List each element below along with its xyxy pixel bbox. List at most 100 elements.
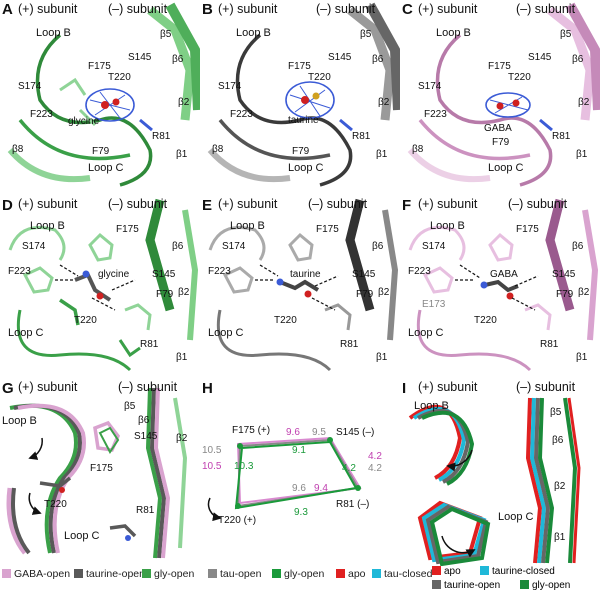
b2-label: β2 bbox=[178, 287, 190, 298]
panel-letter: H bbox=[202, 380, 213, 397]
s174-label: S174 bbox=[418, 81, 442, 92]
panel-i-legend-tau-closed: taurine-closed bbox=[480, 566, 555, 577]
minus-subunit-label: (–) subunit bbox=[118, 380, 178, 394]
legend-item: GABA-open bbox=[2, 569, 70, 580]
tau-closed-swatch bbox=[480, 566, 489, 575]
panel-c-structure bbox=[400, 0, 600, 198]
ligand-label: taurine bbox=[290, 269, 321, 280]
t220-label: T220 bbox=[44, 499, 67, 510]
b1-label: β1 bbox=[554, 532, 566, 543]
loop-c-label: Loop C bbox=[88, 162, 124, 174]
s145-label: S145 bbox=[152, 269, 176, 280]
panel-g-structure bbox=[0, 378, 200, 566]
panel-i-legend-tau-open: taurine-open bbox=[432, 580, 500, 591]
b5-label: β5 bbox=[124, 401, 136, 412]
loop-c-label: Loop C bbox=[208, 327, 244, 339]
panel-a: A (+) subunit (–) subunit Loop B β5 S145… bbox=[0, 0, 200, 198]
loop-b-label: Loop B bbox=[430, 220, 465, 232]
b2-label: β2 bbox=[176, 433, 188, 444]
b6-label: β6 bbox=[172, 241, 184, 252]
e173-label: E173 bbox=[422, 299, 446, 310]
loop-b-label: Loop B bbox=[230, 220, 265, 232]
minus-subunit-label: (–) subunit bbox=[308, 197, 368, 211]
distance-left-grey: 10.5 bbox=[202, 445, 222, 456]
b2-label: β2 bbox=[554, 481, 566, 492]
f175-label: F175 bbox=[88, 61, 111, 72]
b6-label: β6 bbox=[172, 54, 184, 65]
distance-right-grey: 4.2 bbox=[368, 463, 382, 474]
panel-letter: D bbox=[2, 197, 13, 214]
panel-letter: C bbox=[402, 1, 413, 18]
loop-b-label: Loop B bbox=[36, 27, 71, 39]
tau-closed-swatch bbox=[372, 569, 381, 578]
s145-label: S145 bbox=[552, 269, 576, 280]
r81-label: R81 bbox=[140, 339, 159, 350]
f175-label: F175 bbox=[288, 61, 311, 72]
b8-label: β8 bbox=[212, 144, 224, 155]
r81-label: R81 bbox=[340, 339, 359, 350]
panel-i: I (+) subunit (–) subunit Loop B β5 β6 β… bbox=[400, 378, 600, 566]
apo-swatch bbox=[336, 569, 345, 578]
panel-i-structure bbox=[400, 378, 600, 566]
f175-label: F175 bbox=[516, 224, 539, 235]
panel-a-structure bbox=[0, 0, 200, 198]
distance-diag-grey: 9.6 bbox=[292, 483, 306, 494]
minus-subunit-label: (–) subunit bbox=[516, 380, 576, 394]
s145-label: S145 bbox=[128, 52, 152, 63]
loop-c-label: Loop C bbox=[488, 162, 524, 174]
t220-label: T220 bbox=[74, 315, 97, 326]
s174-label: S174 bbox=[422, 241, 446, 252]
b6-label: β6 bbox=[138, 415, 150, 426]
panel-h: H F175 (+) 9.6 9.5 S145 (–) 10.5 9.1 4.2… bbox=[200, 378, 400, 566]
b8-label: β8 bbox=[12, 144, 24, 155]
minus-subunit-label: (–) subunit bbox=[316, 2, 376, 16]
b2-label: β2 bbox=[578, 287, 590, 298]
panel-letter: E bbox=[202, 197, 213, 214]
plus-subunit-label: (+) subunit bbox=[18, 380, 78, 394]
s174-label: S174 bbox=[222, 241, 246, 252]
f79-label: F79 bbox=[556, 289, 574, 300]
legend-label: GABA-open bbox=[14, 568, 71, 580]
b2-label: β2 bbox=[378, 287, 390, 298]
ligand-label: glycine bbox=[98, 269, 130, 280]
loop-b-label: Loop B bbox=[436, 27, 471, 39]
loop-c-label: Loop C bbox=[408, 327, 444, 339]
b6-label: β6 bbox=[572, 241, 584, 252]
r81-label: R81 bbox=[152, 131, 171, 142]
panel-i-legend-gly-open: gly-open bbox=[520, 580, 570, 591]
r81-label: R81 bbox=[552, 131, 571, 142]
legend-item: gly-open bbox=[142, 569, 194, 580]
b2-label: β2 bbox=[178, 97, 190, 108]
b5-label: β5 bbox=[160, 29, 172, 40]
minus-subunit-label: (–) subunit bbox=[516, 2, 576, 16]
loop-b-label: Loop B bbox=[2, 415, 37, 427]
b1-label: β1 bbox=[376, 352, 388, 363]
s174-label: S174 bbox=[22, 241, 46, 252]
panel-g: G (+) subunit (–) subunit β5 Loop B β6 S… bbox=[0, 378, 200, 566]
b2-label: β2 bbox=[378, 97, 390, 108]
b1-label: β1 bbox=[376, 149, 388, 160]
f223-label: F223 bbox=[208, 266, 231, 277]
tau-open-swatch bbox=[208, 569, 217, 578]
b1-label: β1 bbox=[176, 149, 188, 160]
legend-label: tau-open bbox=[220, 568, 262, 580]
legend-item: apo bbox=[336, 569, 366, 580]
legend-item: tau-open bbox=[208, 569, 261, 580]
panel-c: C (+) subunit (–) subunit Loop B β5 S145… bbox=[400, 0, 600, 198]
panel-f-structure bbox=[400, 190, 600, 380]
b1-label: β1 bbox=[576, 352, 588, 363]
t220-label: T220 bbox=[274, 315, 297, 326]
distance-top-green: 9.1 bbox=[292, 445, 306, 456]
f175-label: F175 bbox=[116, 224, 139, 235]
t220-label: T220 bbox=[508, 72, 531, 83]
f223-label: F223 bbox=[424, 109, 447, 120]
f175-label: F175 bbox=[316, 224, 339, 235]
panel-f: F (+) subunit (–) subunit Loop B F175 S1… bbox=[400, 190, 600, 388]
plus-subunit-label: (+) subunit bbox=[418, 380, 478, 394]
distance-diag-pink: 9.4 bbox=[314, 483, 328, 494]
distance-top-grey: 9.5 bbox=[312, 427, 326, 438]
panel-letter: I bbox=[402, 380, 407, 397]
gly-open-label: gly-open bbox=[532, 580, 571, 591]
f79-label: F79 bbox=[292, 146, 310, 157]
f223-label: F223 bbox=[408, 266, 431, 277]
